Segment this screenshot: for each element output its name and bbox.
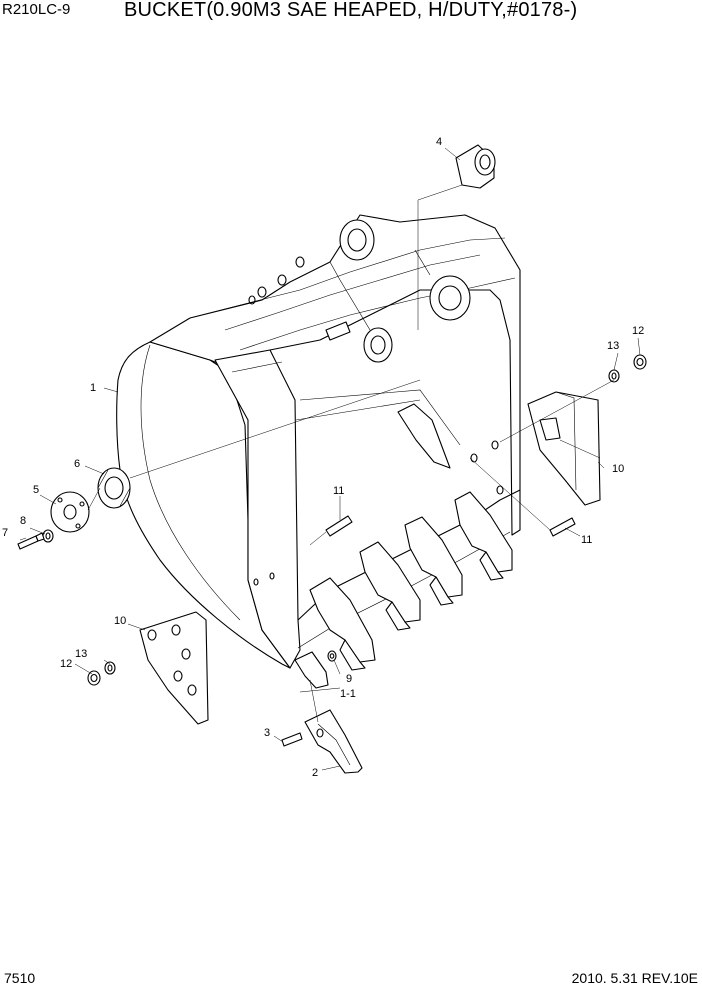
page-number: 7510 [4, 970, 36, 986]
callout-3: 3 [264, 727, 270, 739]
callout-1-1: 1-1 [340, 688, 356, 700]
bolt-part-11-center [325, 515, 353, 537]
callout-11-right: 11 [581, 534, 592, 546]
callout-9: 9 [346, 673, 352, 685]
bucket-body [116, 214, 521, 669]
callout-labels: 1 1-1 2 3 4 5 6 7 8 9 10 10 11 11 12 12 … [2, 136, 644, 779]
callout-5: 5 [33, 484, 39, 496]
model-code: R210LC-9 [2, 1, 71, 18]
bolt-part-7 [17, 532, 45, 550]
callout-10-right: 10 [612, 463, 624, 475]
callout-1: 1 [90, 382, 96, 394]
bucket-teeth [294, 491, 513, 689]
callout-4: 4 [436, 136, 442, 148]
revision-date: 2010. 5.31 REV.10E [571, 970, 698, 986]
nut-part-12-left [87, 670, 101, 686]
callout-7: 7 [2, 527, 8, 539]
hub-part-6 [97, 467, 131, 509]
callout-12-right: 12 [632, 325, 644, 337]
callout-11-center: 11 [333, 485, 344, 497]
pin-part-3 [281, 732, 303, 747]
side-plate-part-10-left [139, 611, 209, 725]
side-plate-part-10-right [527, 391, 601, 506]
tooth-part-2 [304, 709, 363, 774]
washer-part-13-left [104, 661, 116, 675]
callout-10-left: 10 [114, 615, 126, 627]
callout-12-left: 12 [60, 658, 72, 670]
bushing-part-4 [455, 144, 496, 189]
plate-part-5 [50, 491, 90, 533]
bolt-part-11-right [549, 517, 576, 537]
washer-part-13-right [608, 369, 620, 383]
callout-13-left: 13 [75, 648, 87, 660]
leader-lines [19, 147, 641, 771]
callout-6: 6 [74, 458, 80, 470]
page-title: BUCKET(0.90M3 SAE HEAPED, H/DUTY,#0178-) [124, 0, 578, 21]
callout-8: 8 [20, 515, 26, 527]
callout-2: 2 [312, 767, 318, 779]
washer-part-9 [327, 650, 337, 662]
nut-part-12-right [633, 354, 647, 370]
callout-13-right: 13 [607, 340, 619, 352]
washer-part-8 [42, 529, 54, 543]
